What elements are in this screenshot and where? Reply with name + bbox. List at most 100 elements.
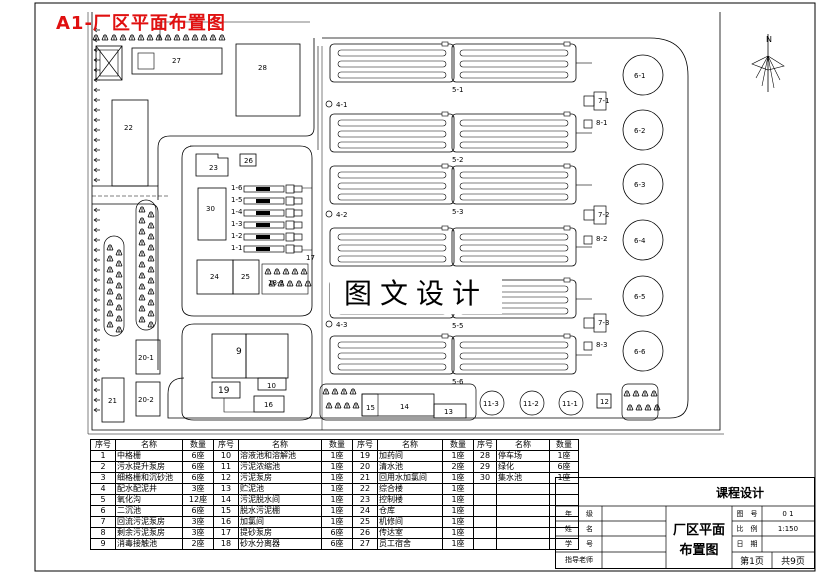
legend-cell: [496, 483, 550, 495]
tree-icon: [343, 401, 351, 409]
north-arrow-icon: N: [751, 34, 785, 92]
advisor-label: 指导老师: [565, 556, 593, 564]
tree-icon: [138, 315, 146, 323]
tree-icon: [93, 127, 101, 133]
tree-icon: [106, 309, 114, 317]
tree-icon: [93, 327, 101, 333]
legend-cell: 22: [352, 483, 378, 495]
tree-icon: [626, 403, 634, 411]
tree-icon: [93, 297, 101, 303]
label-1-1: 1-1: [231, 244, 242, 252]
tree-icon: [138, 216, 146, 224]
tree-icon: [93, 37, 101, 43]
tree-icon: [147, 309, 155, 317]
drawing-frame: [34, 2, 816, 572]
legend-cell: 2座: [182, 538, 214, 550]
legend-header: 名称: [377, 439, 443, 451]
tree-icon: [93, 317, 101, 323]
legend-cell: 30: [473, 472, 497, 484]
legend-cell: 20: [352, 461, 378, 473]
scale-value: 1:150: [777, 524, 799, 533]
tree-icon: [138, 271, 146, 279]
legend-cell: 9: [90, 538, 116, 550]
legend-cell: 27: [352, 538, 378, 550]
tree-icon: [93, 387, 101, 393]
tree-icon: [138, 205, 146, 213]
legend-cell: 6座: [549, 461, 579, 473]
label-6-3: 6-3: [634, 181, 645, 189]
label-18-3: 18-3: [268, 279, 284, 287]
tree-icon: [93, 87, 101, 93]
legend-cell: 回用水加氯间: [377, 472, 443, 484]
legend-cell: 29: [473, 461, 497, 473]
legend-header: 数量: [442, 439, 474, 451]
tree-icon: [644, 403, 652, 411]
site-boundary: [91, 12, 721, 431]
secondary-clarifier: [622, 330, 664, 372]
tree-icon: [115, 314, 123, 322]
tree-icon: [93, 157, 101, 163]
legend-cell: 二沉池: [115, 505, 183, 517]
legend-cell: 26: [352, 527, 378, 539]
legend-cell: 砂水分离器: [238, 538, 322, 550]
legend-cell: 控制楼: [377, 494, 443, 506]
tree-icon: [653, 403, 661, 411]
legend-cell: 停车场: [496, 450, 550, 462]
label-9: 9: [236, 347, 242, 357]
tree-icon: [147, 287, 155, 295]
tree-icon: [147, 265, 155, 273]
tree-icon: [93, 57, 101, 63]
legend-cell: 回流污泥泵房: [115, 516, 183, 528]
tree-icon: [138, 249, 146, 257]
label-27: 27: [172, 57, 181, 65]
label-5-1: 5-1: [452, 86, 463, 94]
tree-icon: [115, 259, 123, 267]
tree-icon: [106, 298, 114, 306]
legend-cell: 1座: [321, 483, 353, 495]
watermark-text: 图文设计: [330, 270, 502, 314]
label-5-3: 5-3: [452, 208, 463, 216]
tree-icon: [304, 279, 312, 287]
legend-cell: 综合楼: [377, 483, 443, 495]
tree-icon: [93, 217, 101, 223]
label-1-6: 1-6: [231, 184, 243, 192]
tree-icon: [93, 367, 101, 373]
tree-icon: [147, 210, 155, 218]
tree-icon: [138, 238, 146, 246]
legend-cell: 集水池: [496, 472, 550, 484]
label-11-3: 11-1: [562, 400, 578, 408]
legend-cell: 3座: [182, 527, 214, 539]
legend-cell: 提砂泵房: [238, 527, 322, 539]
legend-cell: 28: [473, 450, 497, 462]
label-11-1: 11-3: [483, 400, 499, 408]
label-4-3: 4-3: [336, 321, 347, 329]
label-20-2: 20-2: [138, 396, 154, 404]
legend-cell: 1座: [321, 494, 353, 506]
legend-cell: 中格栅: [115, 450, 183, 462]
oxidation-ditch-6: 5-6: [329, 333, 592, 386]
tree-icon: [295, 279, 303, 287]
legend-cell: 1座: [442, 450, 474, 462]
tree-icon: [632, 389, 640, 397]
legend-cell: 3座: [182, 483, 214, 495]
legend-cell: 6座: [182, 450, 214, 462]
tree-icon: [93, 307, 101, 313]
drawing-no-value: 0 1: [782, 509, 794, 518]
legend-cell: 1座: [321, 450, 353, 462]
label-25: 25: [241, 273, 250, 281]
tree-icon: [115, 281, 123, 289]
legend-cell: 1座: [442, 494, 474, 506]
oxidation-ditch-3: 5-3: [329, 163, 592, 216]
legend-cell: 24: [352, 505, 378, 517]
tree-icon: [273, 267, 281, 275]
title-block: 课程设计 年 级 姓 名 学 号 指导老师 厂区平面布置图 图 号 0 1 比 …: [555, 477, 815, 569]
tree-icon: [282, 267, 290, 275]
legend-cell: [473, 527, 497, 539]
legend-cell: 18: [213, 538, 239, 550]
legend-cell: 机修间: [377, 516, 443, 528]
tree-icon: [115, 270, 123, 278]
